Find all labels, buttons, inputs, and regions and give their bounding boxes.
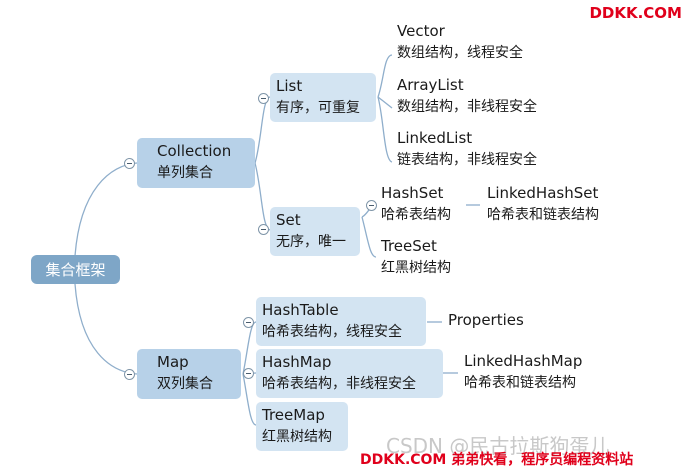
linkedlist-desc: 链表结构，非线程安全 xyxy=(397,152,537,168)
hashmap-title: HashMap xyxy=(262,353,332,371)
root-node[interactable]: 集合框架 xyxy=(31,255,120,284)
treemap-desc: 红黑树结构 xyxy=(262,429,332,445)
treemap-title: TreeMap xyxy=(262,406,325,424)
map-title: Map xyxy=(157,353,189,371)
treeset-desc: 红黑树结构 xyxy=(381,260,451,276)
list-title: List xyxy=(276,77,303,95)
treeset-node[interactable]: TreeSet 红黑树结构 xyxy=(381,235,451,279)
collapse-toggle-hashtable[interactable] xyxy=(243,317,254,328)
hashtable-node[interactable]: HashTable 哈希表结构，线程安全 xyxy=(256,297,426,346)
map-node[interactable]: Map 双列集合 xyxy=(137,349,241,399)
collapse-toggle-list[interactable] xyxy=(258,93,269,104)
vector-node[interactable]: Vector 数组结构，线程安全 xyxy=(397,20,523,64)
hashtable-desc: 哈希表结构，线程安全 xyxy=(262,324,402,340)
watermark-csdn: CSDN @民古拉斯狗蛋儿 xyxy=(386,434,610,458)
linkedhashset-node[interactable]: LinkedHashSet 哈希表和链表结构 xyxy=(487,182,599,226)
collection-desc: 单列集合 xyxy=(157,165,213,181)
properties-node[interactable]: Properties xyxy=(448,309,524,331)
linkedlist-node[interactable]: LinkedList 链表结构，非线程安全 xyxy=(397,127,537,171)
linkedhashmap-title: LinkedHashMap xyxy=(464,352,583,370)
hashtable-title: HashTable xyxy=(262,301,339,319)
hashset-desc: 哈希表结构 xyxy=(381,207,451,223)
set-title: Set xyxy=(276,211,301,229)
arraylist-title: ArrayList xyxy=(397,76,464,94)
collection-node[interactable]: Collection 单列集合 xyxy=(137,138,255,188)
linkedhashset-title: LinkedHashSet xyxy=(487,184,599,202)
hashmap-node[interactable]: HashMap 哈希表结构，非线程安全 xyxy=(256,349,443,398)
arraylist-node[interactable]: ArrayList 数组结构，非线程安全 xyxy=(397,74,537,118)
list-node[interactable]: List 有序，可重复 xyxy=(270,73,376,122)
set-node[interactable]: Set 无序，唯一 xyxy=(270,207,360,256)
hashset-node[interactable]: HashSet 哈希表结构 xyxy=(381,182,451,226)
hashset-title: HashSet xyxy=(381,184,444,202)
hashmap-desc: 哈希表结构，非线程安全 xyxy=(262,376,416,392)
collapse-toggle-hashset[interactable] xyxy=(366,200,377,211)
properties-title: Properties xyxy=(448,311,524,329)
treeset-title: TreeSet xyxy=(381,237,437,255)
collapse-toggle-set[interactable] xyxy=(258,224,269,235)
watermark-bottom: DDKK.COM 弟弟快看，程序员编程资料站 xyxy=(360,452,634,468)
linkedhashmap-desc: 哈希表和链表结构 xyxy=(464,375,576,391)
collection-title: Collection xyxy=(157,142,232,160)
watermark-top: DDKK.COM xyxy=(589,4,682,22)
linkedhashmap-node[interactable]: LinkedHashMap 哈希表和链表结构 xyxy=(464,350,582,394)
arraylist-desc: 数组结构，非线程安全 xyxy=(397,99,537,115)
linkedlist-title: LinkedList xyxy=(397,129,473,147)
linkedhashset-desc: 哈希表和链表结构 xyxy=(487,207,599,223)
collapse-toggle-hashmap[interactable] xyxy=(243,368,254,379)
list-desc: 有序，可重复 xyxy=(276,100,360,116)
vector-desc: 数组结构，线程安全 xyxy=(397,45,523,61)
map-desc: 双列集合 xyxy=(157,376,213,392)
root-label: 集合框架 xyxy=(45,260,106,279)
treemap-node[interactable]: TreeMap 红黑树结构 xyxy=(256,402,348,451)
collapse-toggle-map[interactable] xyxy=(124,369,135,380)
vector-title: Vector xyxy=(397,22,445,40)
collapse-toggle-collection[interactable] xyxy=(124,158,135,169)
set-desc: 无序，唯一 xyxy=(276,234,346,250)
